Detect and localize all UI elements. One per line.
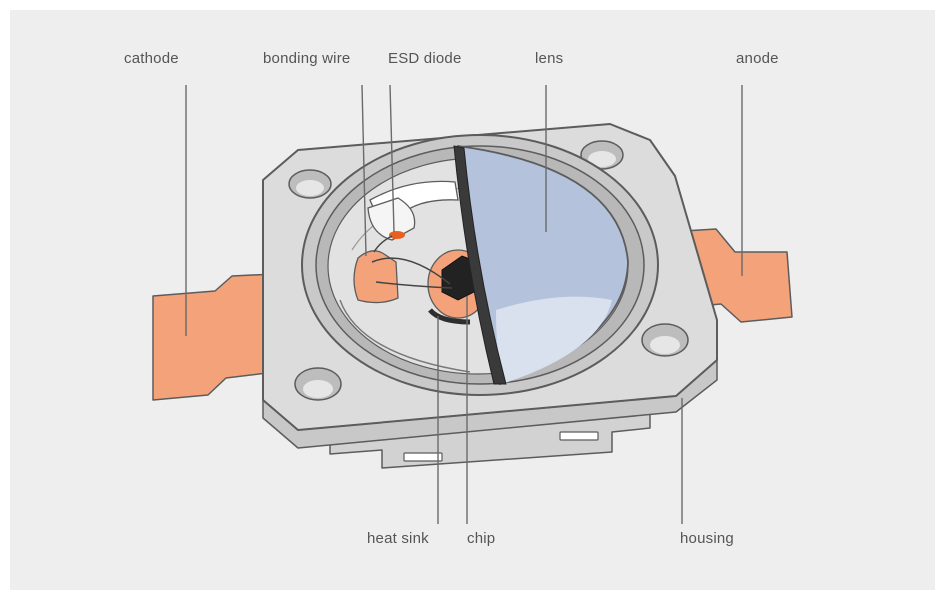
bonding-wire-1: [371, 257, 451, 285]
mounting-hole-top-left: [288, 169, 332, 199]
cathode-lead: [152, 273, 276, 401]
housing-slot-left: [403, 452, 443, 462]
mounting-hole-top-right: [580, 140, 624, 170]
heat-sink-shadow: [428, 308, 471, 325]
label-lens: lens: [535, 50, 564, 67]
mounting-hole-bottom-right: [641, 323, 689, 357]
label-esd-diode: ESD diode: [388, 50, 462, 67]
label-cathode: cathode: [124, 50, 179, 67]
label-housing: housing: [680, 530, 734, 547]
bonding-wire-2: [375, 281, 453, 289]
label-chip: chip: [467, 530, 496, 547]
bond-pad: [353, 250, 399, 304]
label-bonding-wire: bonding wire: [263, 50, 351, 67]
housing-slot-right: [559, 431, 599, 441]
label-anode: anode: [736, 50, 779, 67]
lens-cut-face: [453, 145, 507, 385]
mounting-hole-bottom-left: [294, 367, 342, 401]
label-heat-sink: heat sink: [367, 530, 429, 547]
lens-highlight: [496, 296, 612, 384]
cavity-step: [339, 299, 471, 373]
esd-diode: [367, 197, 416, 241]
leader-line-bonding-wire: [361, 84, 367, 257]
bonding-wire-3: [373, 235, 393, 253]
esd-diode-contact: [389, 231, 405, 239]
leader-line-esd-diode: [389, 84, 395, 233]
